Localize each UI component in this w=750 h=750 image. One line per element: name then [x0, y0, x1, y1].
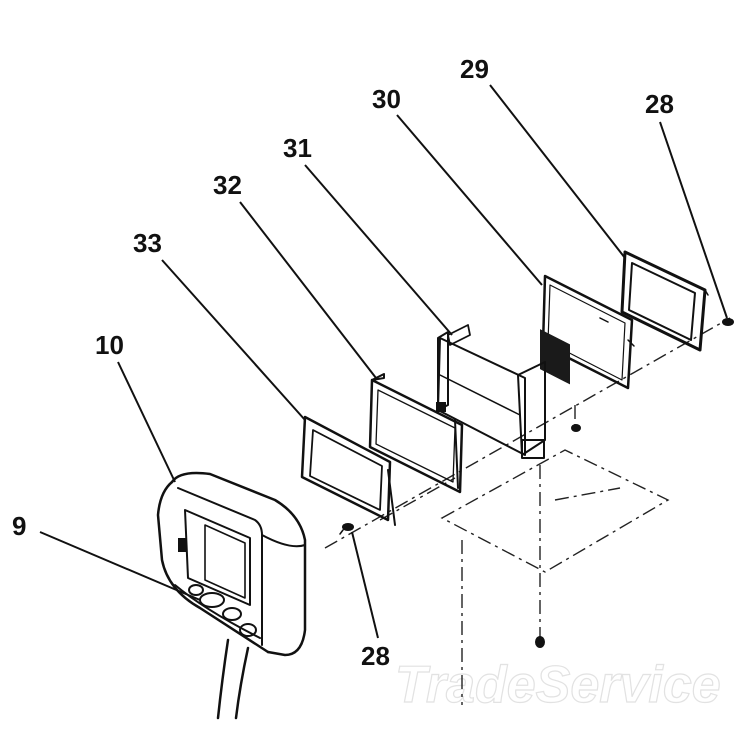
callout-28-bottom: 28 — [361, 641, 390, 671]
callout-30: 30 — [372, 84, 401, 114]
callout-31: 31 — [283, 133, 312, 163]
callout-labels: 29 30 28 31 32 33 10 9 28 — [12, 54, 674, 671]
part-31-mounting-bracket — [437, 324, 546, 459]
watermark-text: TradeService — [395, 656, 721, 714]
mounting-plate — [440, 449, 670, 573]
callout-33: 33 — [133, 228, 162, 258]
callout-28-top: 28 — [645, 89, 674, 119]
part-10-housing — [156, 471, 307, 657]
cable — [216, 638, 250, 720]
leader-lines — [39, 84, 728, 639]
alignment-axes — [324, 317, 731, 705]
part-30-circuit-board — [540, 274, 635, 390]
callout-29: 29 — [460, 54, 489, 84]
screw-plate-bottom — [535, 636, 545, 648]
callout-9: 9 — [12, 511, 26, 541]
heatsink-block — [540, 329, 570, 385]
callout-32: 32 — [213, 170, 242, 200]
screw-plate-top — [571, 424, 581, 432]
part-33-display-window — [300, 415, 396, 526]
part-29-bezel-frame — [620, 250, 709, 352]
screw-bottom-left — [339, 523, 354, 535]
screw-top-right — [722, 318, 734, 326]
part-32-lcd-module — [368, 373, 464, 494]
callout-10: 10 — [95, 330, 124, 360]
